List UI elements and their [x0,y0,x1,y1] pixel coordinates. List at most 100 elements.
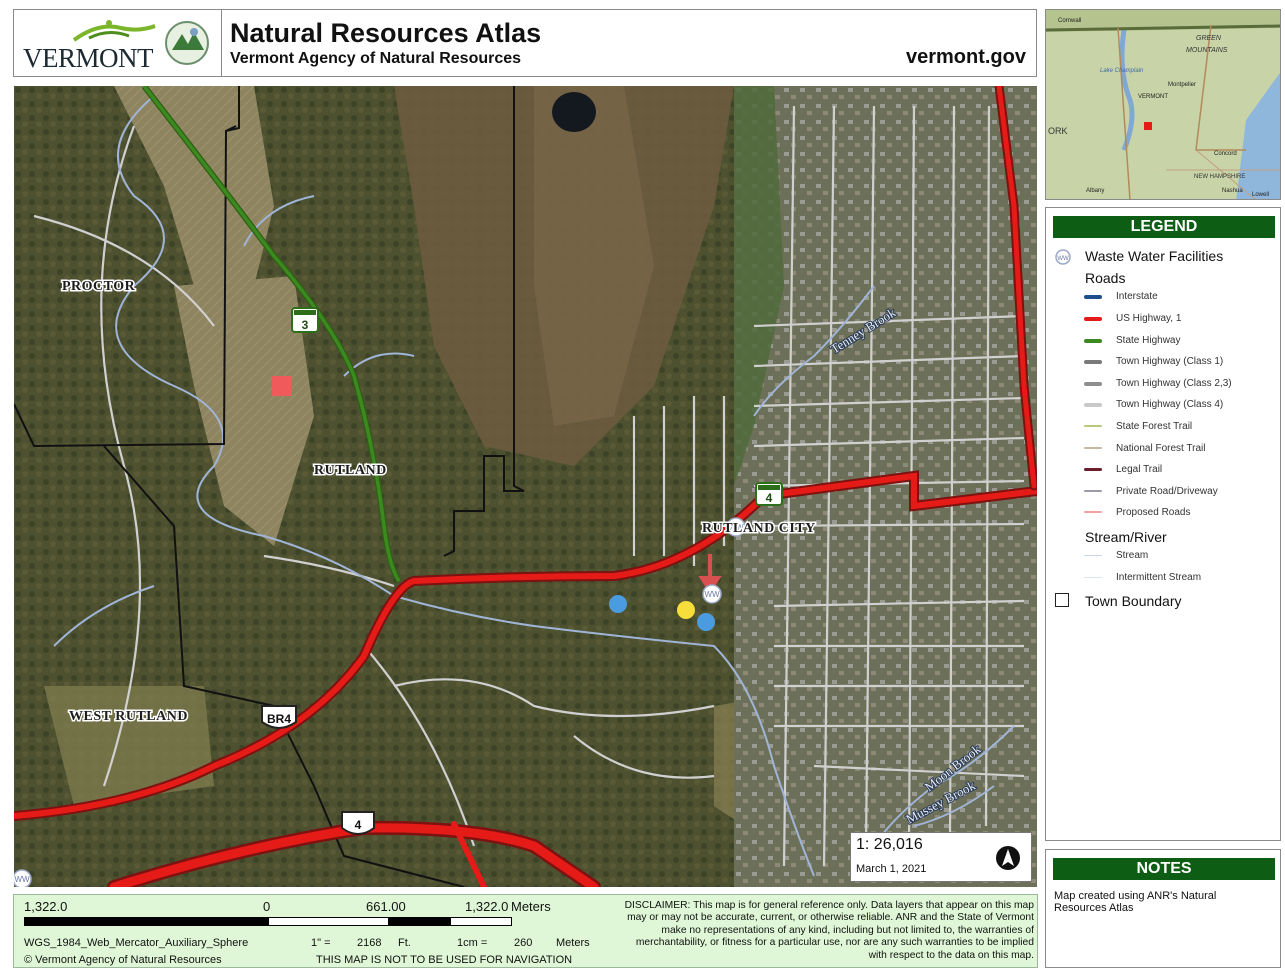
legend-swatch [1084,447,1102,449]
svg-text:Nashua: Nashua [1222,188,1243,194]
notes-panel: NOTES Map created using ANR's Natural Re… [1045,849,1281,968]
route-shield-br4: BR4 [261,705,297,729]
legend-road-label: Interstate [1116,291,1158,302]
legend-title: LEGEND [1053,216,1275,238]
route-shield-us4: 4 [341,811,375,835]
route-shield-3: 3 [291,307,319,333]
legend-swatch [1084,555,1102,556]
legend-stream-label: Stream [1116,550,1149,561]
cm-value: 260 [514,937,533,949]
svg-text:Concord: Concord [1214,151,1237,157]
svg-text:Lake Champlain: Lake Champlain [1100,68,1144,74]
waste-water-facility-icon[interactable] [14,869,32,887]
green-mountain-logo-icon [72,20,156,42]
legend-swatch [1084,511,1102,513]
scale-box: 1: 26,016 March 1, 2021 [850,832,1032,882]
facility-badge-label: WW [728,523,744,532]
place-label-west-rutland: WEST RUTLAND [69,709,188,724]
navigation-warning: THIS MAP IS NOT TO BE USED FOR NAVIGATIO… [316,954,573,966]
place-label-rutland: RUTLAND [314,463,387,478]
scale-segment-black [24,917,270,926]
facility-badge-label: WW [704,590,720,599]
scale-segment-white [450,917,512,926]
legend-road-label: Town Highway (Class 4) [1116,399,1224,410]
notes-title: NOTES [1053,858,1275,880]
notes-text: Map created using ANR's Natural Resource… [1054,890,1217,914]
legend-swatch [1084,295,1102,299]
legend-road-label: Town Highway (Class 1) [1116,356,1224,367]
legend-stream-heading: Stream/River [1085,529,1167,545]
legend-panel: LEGEND WW Waste Water Facilities Roads I… [1045,207,1281,841]
farm-field [174,276,314,546]
legend-road-label: State Forest Trail [1116,421,1193,432]
state-highway-3-center [142,86,401,582]
legend-road-label: Legal Trail [1116,464,1163,475]
waste-water-facility-icon[interactable] [726,517,746,537]
legend-swatch [1084,425,1102,427]
svg-text:Albany: Albany [1086,188,1104,194]
golf-course [734,86,784,486]
selected-location-marker[interactable] [272,376,292,396]
legend-road-label: Proposed Roads [1116,507,1191,518]
map-header: VERMONT Natural Resources Atlas Vermont … [13,9,1037,77]
anr-seal-icon [165,21,209,65]
legend-swatch [1084,317,1102,321]
route-shield-4: 4 [755,482,783,506]
cm-unit: Meters [556,937,590,949]
legend-swatch [1084,360,1102,364]
farm-field [114,86,274,326]
legend-swatch [1084,382,1102,386]
legend-swatch [1084,339,1102,343]
legend-swatch [1084,490,1102,492]
legend-road-label: State Highway [1116,335,1181,346]
scale-tick-left: 1,322.0 [24,899,68,914]
water-point-marker[interactable] [697,613,715,631]
vermont-gov-link[interactable]: vermont.gov [905,46,1026,68]
water-point-marker[interactable] [677,601,695,619]
town-boundary-swatch [1055,593,1069,607]
legend-boundary-label: Town Boundary [1085,593,1182,609]
page-subtitle: Vermont Agency of Natural Resources [230,50,522,67]
scale-ratio: 1: 26,016 [856,836,923,853]
place-label-proctor: PROCTOR [62,279,136,294]
scale-tick-zero: 0 [263,899,271,914]
locator-map-canvas: Cornwall GREEN MOUNTAINS Lake Champlain … [1046,10,1280,199]
scale-segment-black [388,917,452,926]
svg-text:MOUNTAINS: MOUNTAINS [1186,47,1228,54]
cm-label: 1cm = [457,937,488,949]
map-canvas[interactable]: WW WW WW 3 4 BR4 4 PROCTOR RUTLAND WEST … [14,86,1037,887]
svg-text:BR4: BR4 [267,712,291,726]
projection-label: WGS_1984_Web_Mercator_Auxiliary_Sphere [24,937,249,949]
svg-text:GREEN: GREEN [1196,35,1222,42]
legend-swatch [1084,577,1102,578]
page-title: Natural Resources Atlas [230,18,542,48]
farm-field [44,686,214,806]
legend-swatch [1084,468,1102,471]
water-point-marker[interactable] [609,595,627,613]
scale-bar-panel: 1,322.0 0 661.00 1,322.0 Meters WGS_1984… [13,894,1038,968]
svg-text:WW: WW [1057,256,1069,262]
main-map[interactable]: WW WW WW 3 4 BR4 4 PROCTOR RUTLAND WEST … [14,86,1037,887]
inch-unit: Ft. [398,937,411,949]
legend-road-label: Private Road/Driveway [1116,486,1218,497]
scale-tick-right: 1,322.0 [465,899,509,914]
svg-text:Lowell: Lowell [1252,192,1269,198]
svg-text:Cornwall: Cornwall [1058,18,1081,24]
brown-forest-area [534,86,654,426]
svg-text:4: 4 [355,818,362,832]
north-arrow-icon [996,846,1020,870]
legend-roads-heading: Roads [1085,270,1126,286]
locator-map[interactable]: Cornwall GREEN MOUNTAINS Lake Champlain … [1045,9,1281,200]
copyright: © Vermont Agency of Natural Resources [24,954,222,966]
inch-label: 1" = [311,937,331,949]
svg-text:Montpelier: Montpelier [1168,82,1196,88]
scale-unit: Meters [511,899,551,914]
waste-water-facility-icon: WW [1055,249,1071,265]
legend-road-label: National Forest Trail [1116,443,1206,454]
svg-text:3: 3 [302,318,309,332]
svg-text:ORK: ORK [1048,126,1068,136]
inch-value: 2168 [357,937,382,949]
place-label-rutland-city: RUTLAND CITY [702,521,816,536]
legend-road-label: Town Highway (Class 2,3) [1116,378,1232,389]
waste-water-facility-icon[interactable] [702,584,722,604]
